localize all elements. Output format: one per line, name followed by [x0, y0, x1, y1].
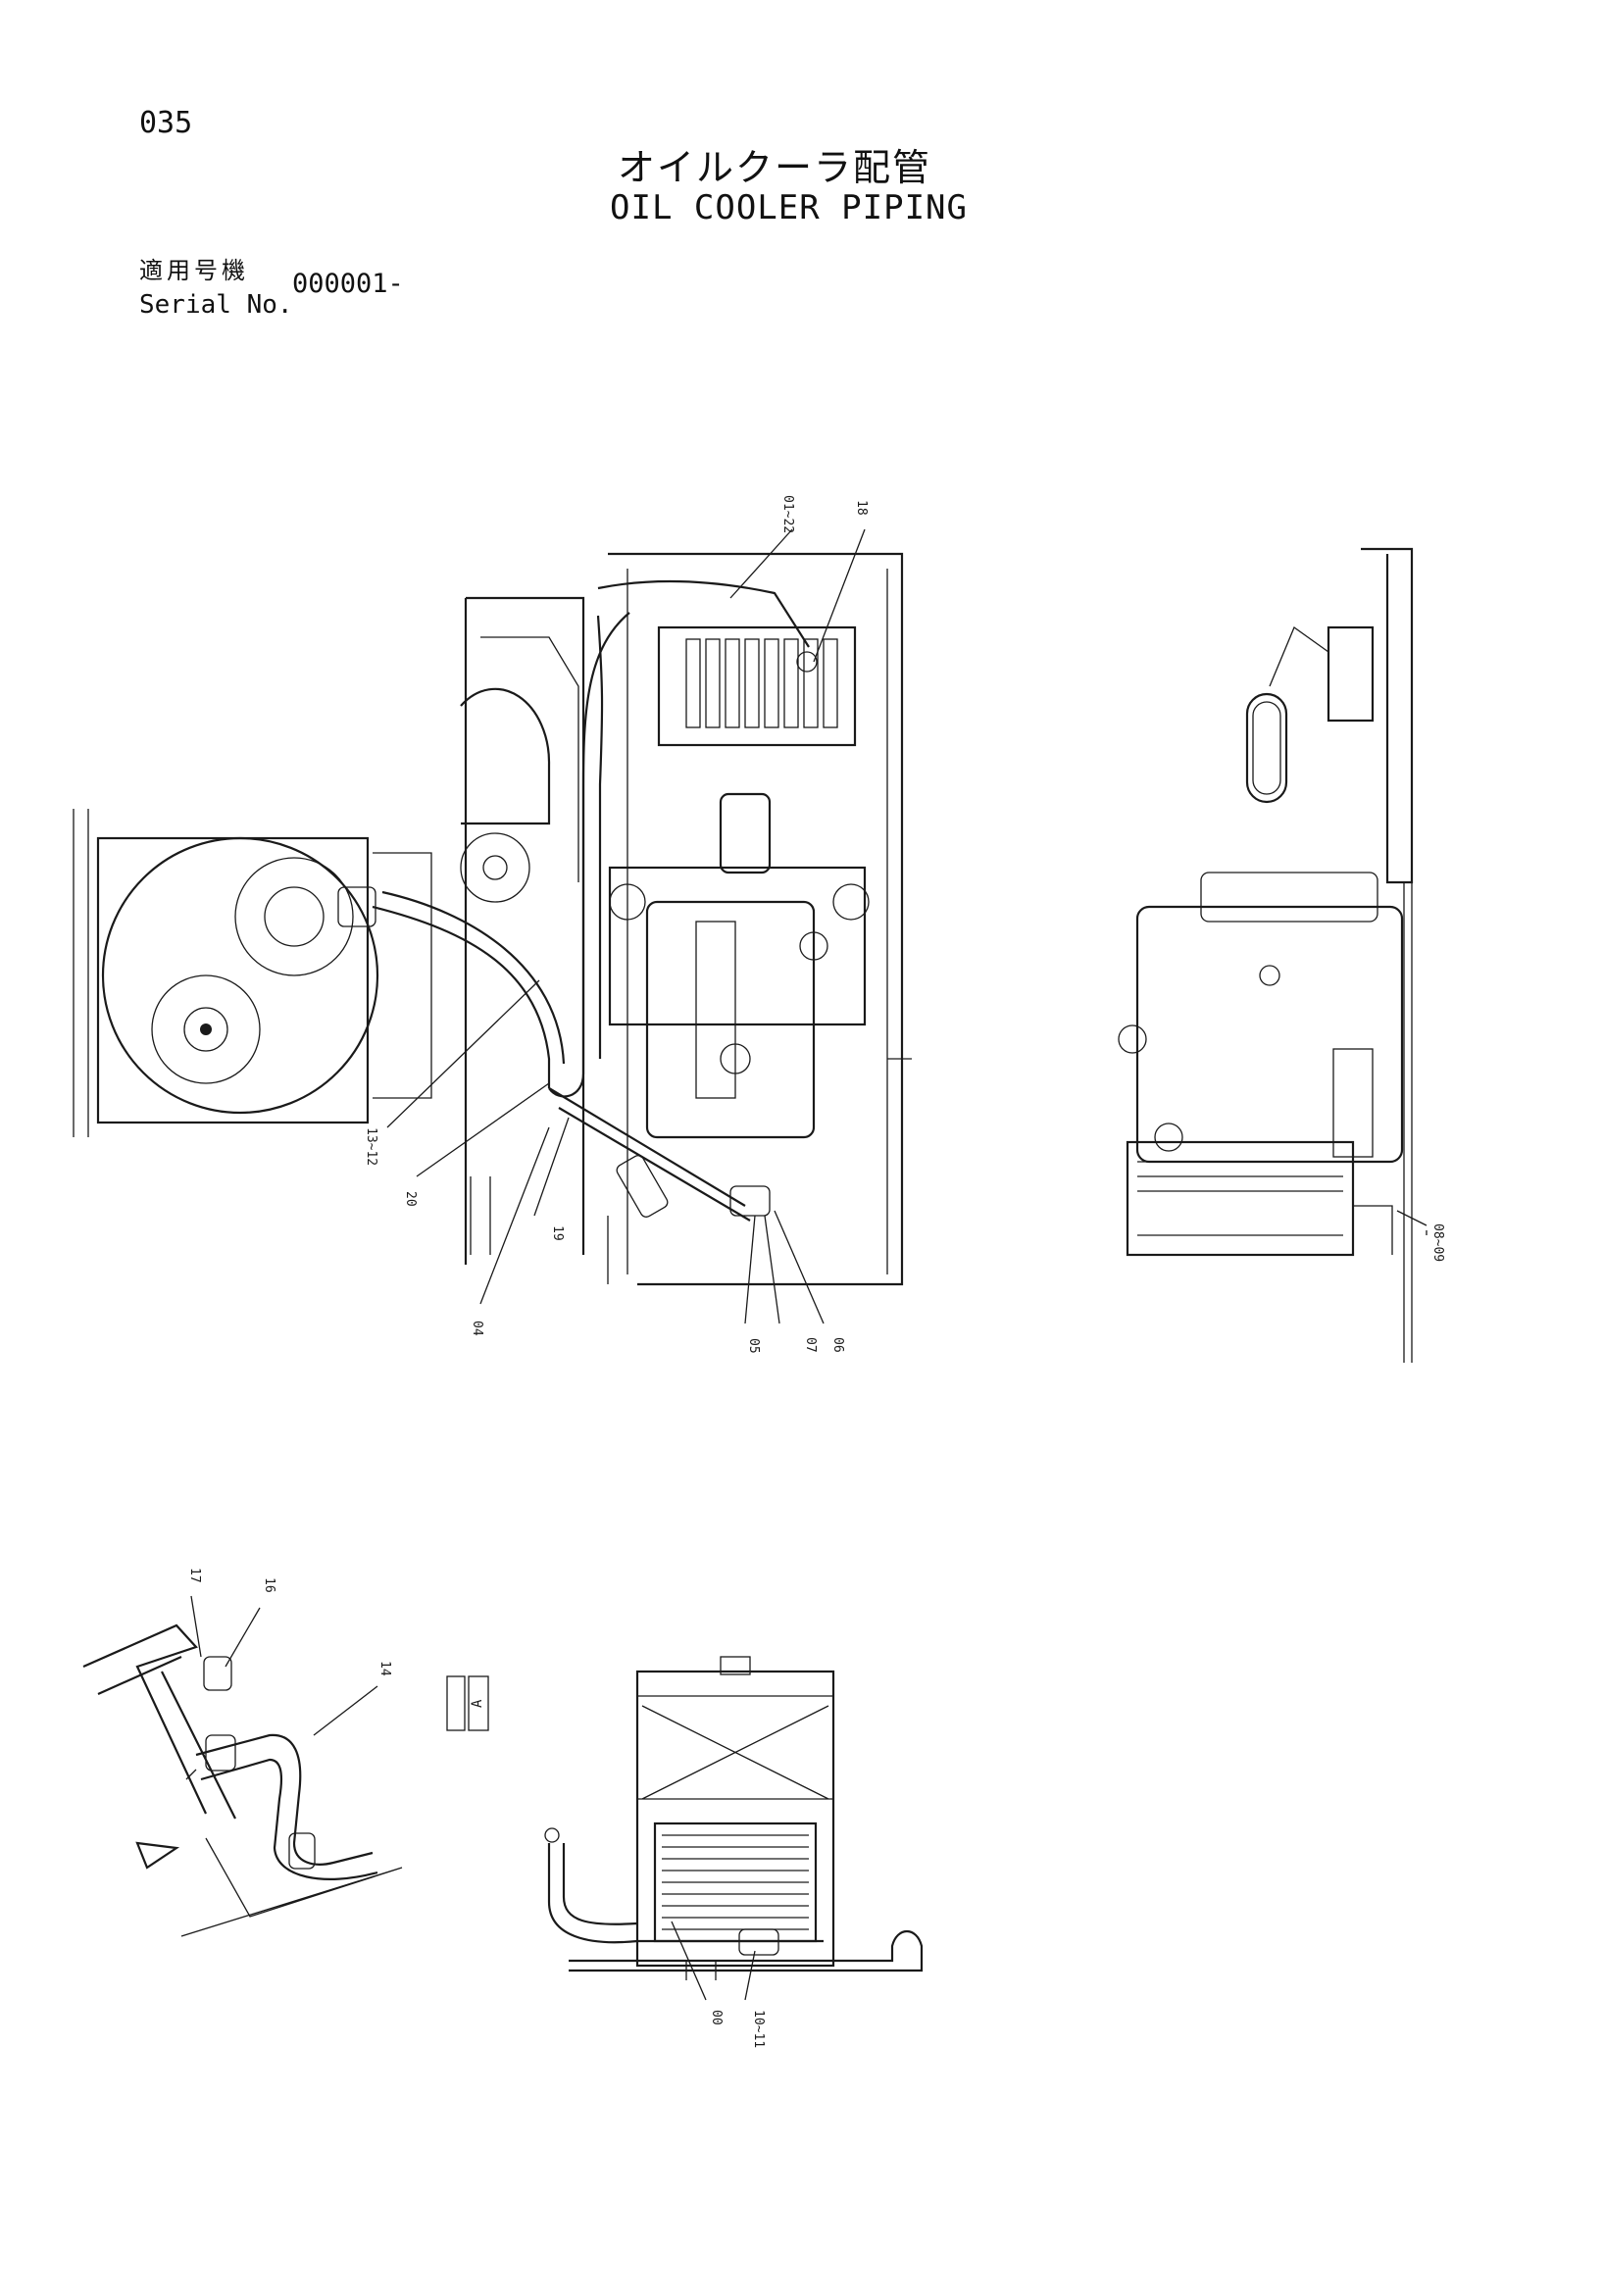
engine-block	[645, 900, 816, 1139]
callout-07: 07	[803, 1337, 818, 1353]
swing-motor-drum	[101, 836, 379, 1115]
callout-04: 04	[470, 1321, 484, 1336]
oil-cooler-view	[544, 1656, 924, 1980]
callout-01-22: 01~22	[780, 495, 795, 533]
oil-cooler-frame	[635, 1670, 835, 1968]
callout-08-09: 08~09	[1430, 1223, 1445, 1262]
serial-label-english: Serial No.	[139, 290, 293, 320]
callout-00: 00	[709, 2010, 724, 2025]
page-title-english: OIL COOLER PIPING	[610, 188, 968, 227]
callout-20: 20	[403, 1191, 418, 1207]
side-elevation-view	[1118, 547, 1414, 1363]
callout-18: 18	[854, 500, 869, 516]
callout-labels: 01~22 18 13~12 20 19 04 05 07 06 08~09 1…	[187, 495, 1445, 2048]
page-number: 035	[139, 106, 193, 140]
callout-16: 16	[262, 1577, 276, 1593]
callout-06: 06	[830, 1337, 845, 1353]
view-a-letter: A	[470, 1699, 485, 1708]
callout-19: 19	[550, 1225, 565, 1241]
detail-hose-view	[82, 1623, 403, 1937]
view-a-label: A	[446, 1675, 489, 1731]
serial-number-value: 000001-	[292, 269, 404, 299]
page-title-japanese: オイルクーラ配管	[618, 146, 932, 189]
callout-14: 14	[377, 1661, 392, 1676]
callout-10-11: 10~11	[751, 2010, 766, 2048]
pilot-valve-block	[1327, 625, 1375, 723]
leader-lines	[190, 528, 1428, 2001]
callout-13-12: 13~12	[364, 1127, 378, 1166]
serial-label-japanese: 適用号機	[139, 257, 249, 284]
engine-side	[1135, 905, 1404, 1164]
control-valve-bank	[685, 638, 838, 728]
callout-05: 05	[746, 1338, 761, 1354]
main-assembly-view	[73, 552, 912, 1286]
callout-17: 17	[187, 1568, 202, 1583]
